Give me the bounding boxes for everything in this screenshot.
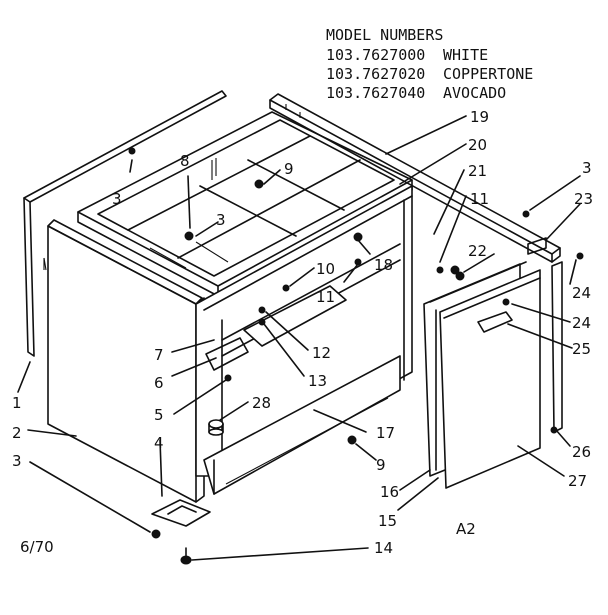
model-numbers-block: MODEL NUMBERS 103.7627000 WHITE 103.7627… (326, 26, 533, 102)
kick-plate (203, 355, 401, 495)
rear-rail (269, 93, 561, 263)
callout-9b: 9 (376, 456, 386, 474)
callout-2: 2 (12, 424, 22, 442)
callout-5: 5 (154, 406, 164, 424)
callout-17: 17 (376, 424, 395, 442)
callout-8: 8 (180, 152, 190, 170)
callout-11b: 11 (316, 288, 335, 306)
callout-21: 21 (468, 162, 487, 180)
drawing-date: 6/70 (20, 538, 54, 556)
callout-labels: 1 2 3 3 3 3 4 5 6 7 8 9 9 10 11 11 12 13… (12, 108, 593, 557)
callout-23: 23 (574, 190, 593, 208)
callout-6: 6 (154, 374, 164, 392)
model-number-3: 103.7627040 (326, 84, 425, 102)
callout-10: 10 (316, 260, 335, 278)
hinge-strip (550, 252, 584, 434)
model-number-1: 103.7627000 (326, 46, 425, 64)
model-finish-2: COPPERTONE (443, 65, 533, 83)
callout-3c: 3 (12, 452, 22, 470)
model-finish-1: WHITE (443, 46, 488, 64)
callout-25: 25 (572, 340, 591, 358)
callout-9a: 9 (284, 160, 294, 178)
callout-4: 4 (154, 434, 164, 452)
callout-24a: 24 (572, 284, 591, 302)
callout-14: 14 (374, 539, 393, 557)
callout-1: 1 (12, 394, 22, 412)
callout-24b: 24 (572, 314, 591, 332)
left-side-panel (43, 219, 205, 503)
model-numbers-title: MODEL NUMBERS (326, 26, 443, 44)
callout-3a: 3 (112, 190, 122, 208)
callout-18: 18 (374, 256, 393, 274)
model-number-2: 103.7627020 (326, 65, 425, 83)
callout-19: 19 (470, 108, 489, 126)
leader-lines (17, 115, 581, 561)
callout-12: 12 (312, 344, 331, 362)
model-finish-3: AVOCADO (443, 84, 506, 102)
callout-26: 26 (572, 443, 591, 461)
callout-7: 7 (154, 346, 164, 364)
callout-11a: 11 (470, 190, 489, 208)
callout-3d: 3 (582, 159, 592, 177)
door-assembly (423, 261, 541, 489)
callout-27: 27 (568, 472, 587, 490)
callout-22: 22 (468, 242, 487, 260)
callout-15: 15 (378, 512, 397, 530)
callout-16: 16 (380, 483, 399, 501)
callout-3b: 3 (216, 211, 226, 229)
sheet-id: A2 (456, 520, 476, 538)
callout-20: 20 (468, 136, 487, 154)
callout-28: 28 (252, 394, 271, 412)
callout-13: 13 (308, 372, 327, 390)
